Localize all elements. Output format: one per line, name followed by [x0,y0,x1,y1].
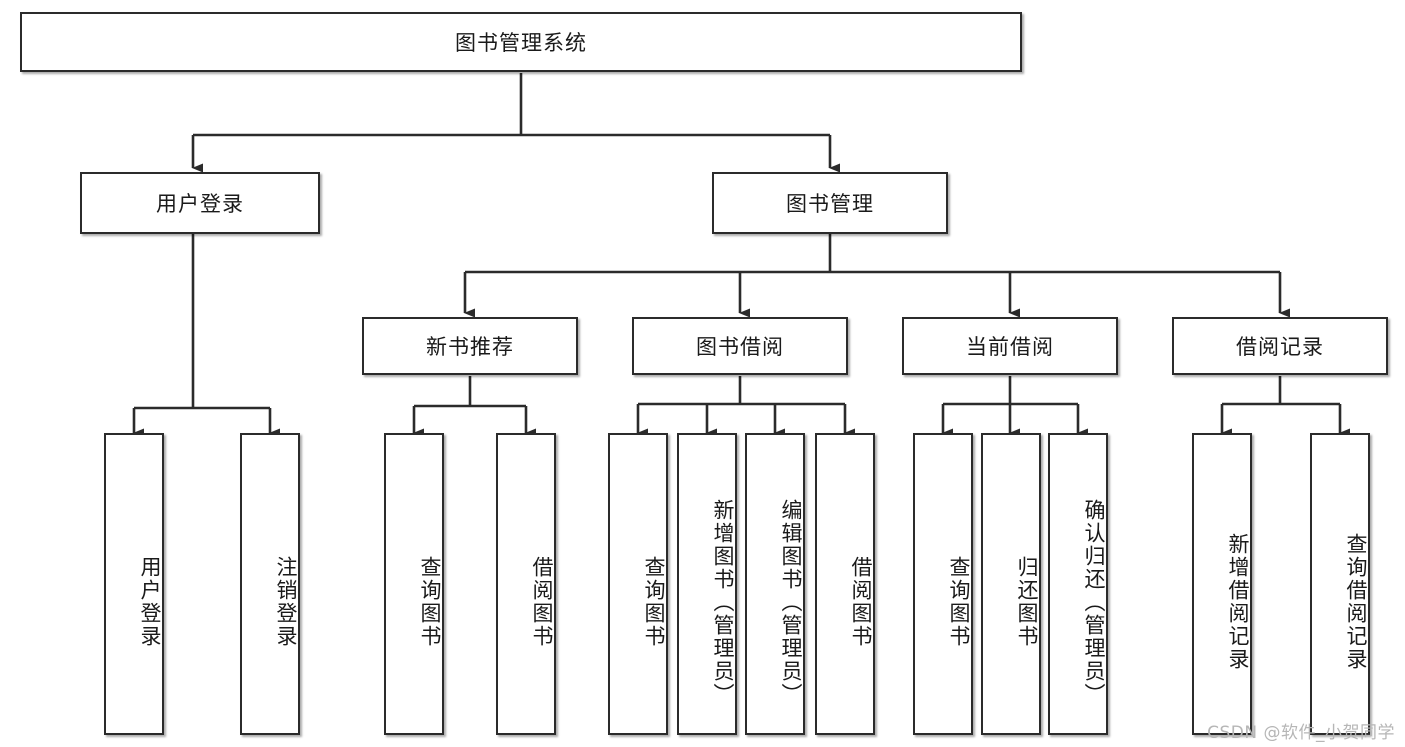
leaf-label: 查询借阅记录 [1344,533,1368,671]
leaf-label: 借阅图书 [530,556,554,648]
leaf-label: 查询图书 [947,556,971,648]
node-current-borrow-label: 当前借阅 [966,335,1054,359]
leaf-borrow-query-book[interactable]: 查询图书 [608,433,668,735]
leaf-user-login-login[interactable]: 用户登录 [104,433,164,735]
node-root[interactable]: 图书管理系统 [20,12,1022,72]
leaf-borrow-borrow-book[interactable]: 借阅图书 [815,433,875,735]
node-book-management[interactable]: 图书管理 [712,172,948,234]
leaf-label: 新增图书（管理员） [711,498,735,706]
node-book-borrow-label: 图书借阅 [696,335,784,359]
leaf-borrow-edit-book-admin[interactable]: 编辑图书（管理员） [745,433,805,735]
leaf-label: 用户登录 [138,556,162,648]
node-new-book-recommend-label: 新书推荐 [426,335,514,359]
leaf-label: 归还图书 [1015,556,1039,648]
leaf-new-book-borrow[interactable]: 借阅图书 [496,433,556,735]
leaf-label: 确认归还（管理员） [1082,498,1106,706]
node-root-label: 图书管理系统 [455,31,587,55]
node-book-management-label: 图书管理 [786,192,874,216]
leaf-label: 新增借阅记录 [1226,533,1250,671]
leaf-record-add-record[interactable]: 新增借阅记录 [1192,433,1252,735]
node-borrow-record[interactable]: 借阅记录 [1172,317,1388,375]
leaf-user-login-logout[interactable]: 注销登录 [240,433,300,735]
node-user-login-label: 用户登录 [156,192,244,216]
leaf-label: 查询图书 [642,556,666,648]
leaf-record-query-record[interactable]: 查询借阅记录 [1310,433,1370,735]
leaf-label: 查询图书 [418,556,442,648]
leaf-new-book-query[interactable]: 查询图书 [384,433,444,735]
node-user-login[interactable]: 用户登录 [80,172,320,234]
node-book-borrow[interactable]: 图书借阅 [632,317,848,375]
leaf-current-confirm-return-admin[interactable]: 确认归还（管理员） [1048,433,1108,735]
node-new-book-recommend[interactable]: 新书推荐 [362,317,578,375]
node-borrow-record-label: 借阅记录 [1236,335,1324,359]
leaf-current-return-book[interactable]: 归还图书 [981,433,1041,735]
leaf-label: 借阅图书 [849,556,873,648]
leaf-current-query-book[interactable]: 查询图书 [913,433,973,735]
leaf-borrow-add-book-admin[interactable]: 新增图书（管理员） [677,433,737,735]
leaf-label: 注销登录 [274,556,298,648]
node-current-borrow[interactable]: 当前借阅 [902,317,1118,375]
leaf-label: 编辑图书（管理员） [779,498,803,706]
